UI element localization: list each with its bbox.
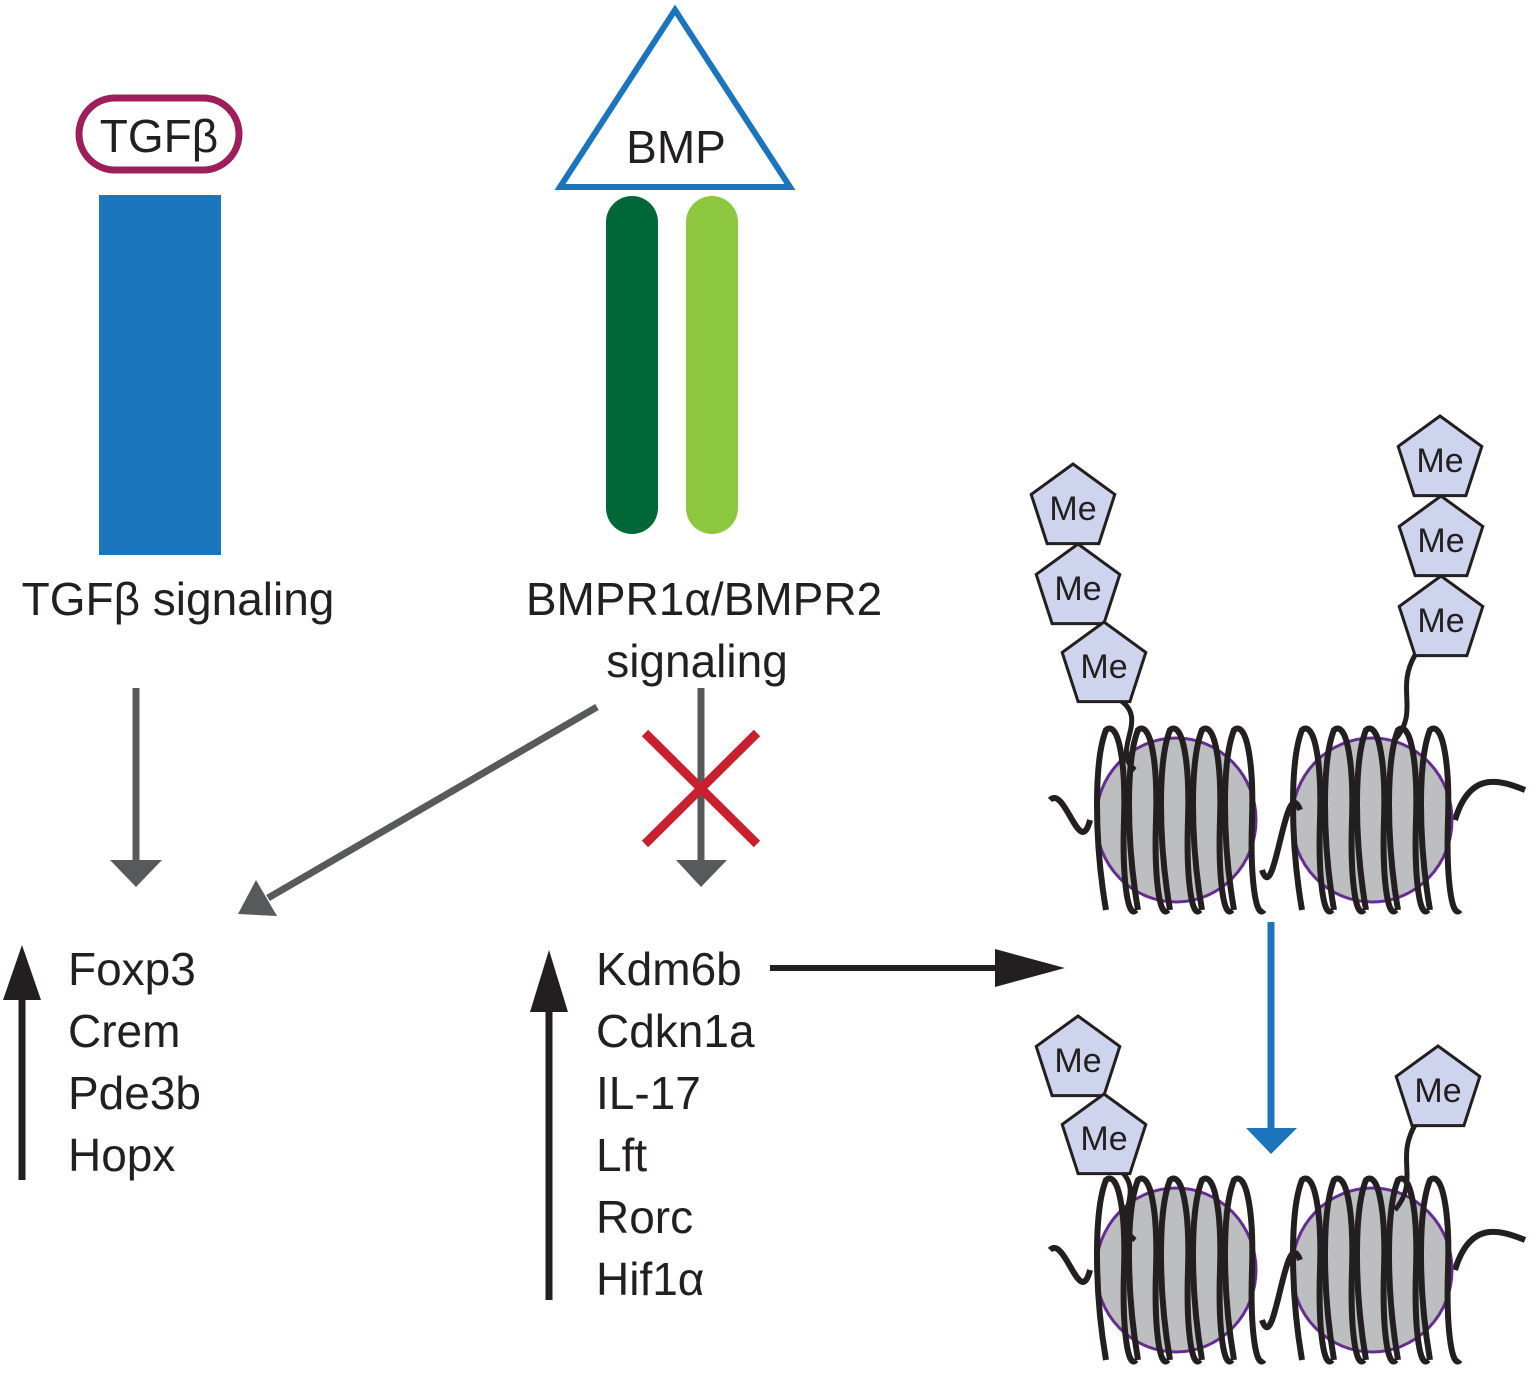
- bmpr1a-receptor: [606, 196, 658, 534]
- kdm6b-to-chromatin-arrow: [770, 949, 1065, 987]
- gene-pde3b: Pde3b: [68, 1067, 201, 1119]
- block-x-icon: [641, 729, 761, 848]
- chromatin-bottom: [1047, 1175, 1527, 1365]
- dna-wrap: [1158, 725, 1203, 915]
- methyl-group-icon: [1060, 620, 1148, 704]
- gene-il17: IL-17: [596, 1067, 701, 1119]
- histone-tail: [1393, 1123, 1418, 1212]
- methyl-label: Me: [1049, 490, 1096, 528]
- gene-rorc: Rorc: [596, 1191, 693, 1243]
- gene-kdm6b: Kdm6b: [596, 943, 742, 995]
- methyl-label: Me: [1414, 1072, 1461, 1110]
- tgfb-signaling-label: TGFβ signaling: [22, 573, 335, 625]
- gene-hopx: Hopx: [68, 1129, 175, 1181]
- dna-wrap: [1222, 1175, 1267, 1365]
- dna-wrap: [1354, 1175, 1399, 1365]
- left-gene-list: Foxp3 Crem Pde3b Hopx: [68, 943, 201, 1181]
- linker-dna-left: [1047, 795, 1093, 835]
- dna-wrap: [1322, 1175, 1367, 1365]
- dna-wrap: [1290, 725, 1335, 915]
- bmpr-to-genes-arrow: [676, 688, 727, 887]
- methyl-label: Me: [1080, 648, 1127, 686]
- methyl-group-icon: [1029, 462, 1117, 546]
- histone-tail: [1118, 697, 1137, 772]
- linker-dna-left: [1047, 1245, 1093, 1285]
- dna-wrap: [1222, 725, 1267, 915]
- left-upregulation-arrow: [3, 945, 41, 1180]
- gene-foxp3: Foxp3: [68, 943, 196, 995]
- methyl-label: Me: [1416, 442, 1463, 480]
- dna-wrap: [1418, 725, 1463, 915]
- dna-wrap: [1126, 1175, 1171, 1365]
- methyl-label: Me: [1054, 570, 1101, 608]
- methyl-group-icon: [1394, 1044, 1482, 1128]
- bmpr2-receptor: [686, 196, 738, 534]
- dna-wrap: [1094, 1175, 1139, 1365]
- center-gene-list: Kdm6b Cdkn1a IL-17 Lft Rorc Hif1α: [596, 943, 755, 1305]
- methyl-group-icon: [1034, 1014, 1122, 1098]
- chromatin-top: [1047, 725, 1527, 915]
- methyl-label: Me: [1080, 1120, 1127, 1158]
- tgfb-ligand-label: TGFβ: [100, 110, 218, 162]
- dna-wrap: [1386, 725, 1431, 915]
- dna-wrap: [1322, 725, 1367, 915]
- gene-crem: Crem: [68, 1005, 180, 1057]
- bmpr-to-tgfb-genes-arrow: [238, 703, 599, 916]
- tgfb-ligand: TGFβ: [75, 94, 243, 174]
- linker-dna-right: [1452, 1228, 1527, 1271]
- gene-cdkn1a: Cdkn1a: [596, 1005, 755, 1057]
- dna-wrap: [1386, 1175, 1431, 1365]
- bmp-ligand: BMP: [554, 4, 796, 190]
- gene-lft: Lft: [596, 1129, 647, 1181]
- tgfb-to-genes-arrow: [110, 688, 162, 887]
- dna-wrap: [1126, 725, 1171, 915]
- methyl-label: Me: [1417, 602, 1464, 640]
- dna-wrap: [1290, 1175, 1335, 1365]
- dna-wrap: [1190, 725, 1235, 915]
- dna-wrap: [1158, 1175, 1203, 1365]
- center-upregulation-arrow: [530, 950, 568, 1300]
- histone-tail: [1393, 653, 1418, 742]
- linker-dna-right: [1452, 778, 1527, 821]
- methyl-group-icon: [1060, 1092, 1148, 1176]
- gene-hif1a: Hif1α: [596, 1253, 704, 1305]
- histone-tail: [1120, 1170, 1137, 1242]
- monomethyl-right-bottom: Me: [1393, 1044, 1482, 1212]
- methyl-label: Me: [1054, 1042, 1101, 1080]
- nucleosome-layer: [1047, 725, 1527, 1365]
- methyl-label: Me: [1417, 522, 1464, 560]
- linker-dna-middle: [1259, 799, 1303, 881]
- dna-wrap: [1094, 725, 1139, 915]
- bmp-ligand-label: BMP: [626, 121, 726, 173]
- dna-wrap: [1190, 1175, 1235, 1365]
- dna-wrap: [1354, 725, 1399, 915]
- methyl-group-icon: [1034, 542, 1122, 626]
- tgfb-receptor: [99, 195, 221, 555]
- demethylation-arrow: [1246, 922, 1297, 1154]
- bmpr-signaling-label-line1: BMPR1α/BMPR2: [526, 573, 882, 625]
- bmpr-signaling-label-line2: signaling: [606, 635, 788, 687]
- linker-dna-middle: [1259, 1249, 1303, 1331]
- methyl-group-icon: [1397, 574, 1485, 658]
- dna-wrap: [1418, 1175, 1463, 1365]
